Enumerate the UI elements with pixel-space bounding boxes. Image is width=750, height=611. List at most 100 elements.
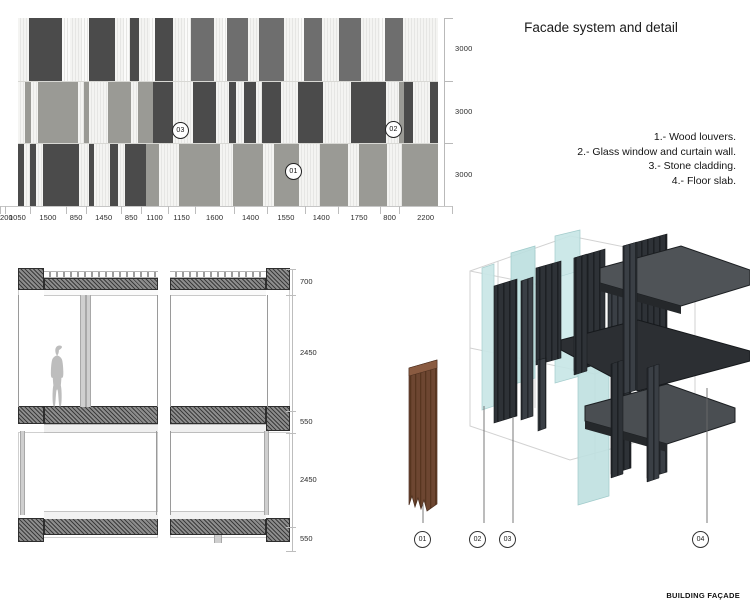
horizontal-dimension-label: 1600 (206, 213, 224, 222)
elevation-top-stripe (62, 18, 70, 81)
floor-finish-left (44, 424, 158, 433)
elevation-bot-stripe (124, 143, 147, 206)
stone-fin-3 (610, 359, 624, 479)
elevation-mid-stripe (297, 80, 323, 144)
section-dimension-tick (286, 433, 296, 434)
band-separator-lower (18, 143, 438, 145)
horizontal-dimension-label: 1500 (39, 213, 57, 222)
axonometric-callout-01[interactable]: 01 (414, 531, 431, 548)
elevation-bot-stripe (262, 143, 274, 206)
elevation-mid-stripe (153, 80, 174, 144)
elevation-mid-stripe (192, 80, 217, 144)
elevation-mid-stripe (280, 80, 298, 144)
elevation-top-stripe (190, 18, 215, 81)
horizontal-dimension-label: 1750 (350, 213, 368, 222)
elevation-top-stripe (214, 18, 223, 81)
horizontal-dimension-segment: 1750 (338, 206, 380, 226)
elevation-top-stripe (173, 18, 186, 81)
elevation-top-stripe (258, 18, 285, 81)
elevation-top-stripe (89, 18, 115, 81)
elevation-top-stripe (384, 18, 404, 81)
elevation-bot-stripe (387, 143, 402, 206)
axonometric-panel: 01 02 03 04 BUILDING FAÇADE (395, 228, 750, 611)
dimension-axis-line (0, 206, 452, 207)
ceiling-louver-left (44, 271, 158, 278)
elevation-callout-03[interactable]: 03 (172, 122, 189, 139)
elevation-bot-stripe (358, 143, 388, 206)
horizontal-dimension-tick (338, 206, 340, 214)
axonometric-callout-03[interactable]: 03 (499, 531, 516, 548)
elevation-callout-01[interactable]: 01 (285, 163, 302, 180)
floor-slab-upper-edge (600, 283, 681, 314)
horizontal-dimension-tick (86, 206, 88, 214)
section-dimension-label: 550 (300, 534, 313, 543)
floor-finish-lower-right (170, 511, 266, 519)
section-dimension-label: 2450 (300, 475, 317, 484)
glass-edge-left-upper-2 (170, 295, 171, 407)
section-dimension-line (292, 269, 293, 551)
wood-louver-element (408, 359, 438, 512)
horizontal-dimension-segment: 1500 (29, 206, 66, 226)
elevation-bot-stripe (117, 143, 125, 206)
horizontal-dimension-segment: 1600 (195, 206, 233, 226)
horizontal-dimension-label: 1550 (277, 213, 295, 222)
elevation-mid-stripe (107, 80, 132, 144)
horizontal-dimension-tick (4, 206, 6, 214)
horizontal-dimension-segment: 850 (65, 206, 86, 226)
elevation-top-stripe (69, 18, 83, 81)
legend-list: 1.- Wood louvers. 2.- Glass window and c… (486, 130, 736, 188)
horizontal-dimension-tick (195, 206, 197, 214)
mullion-lower-b (264, 431, 269, 515)
axonometric-callout-02[interactable]: 02 (469, 531, 486, 548)
glass-edge-right-upper-2 (267, 295, 268, 407)
section-drawing (18, 267, 290, 545)
elevation-mid-stripe (77, 80, 84, 144)
elevation-top-stripe (284, 18, 299, 81)
elevation-top-stripe (339, 18, 361, 81)
horizontal-dimension-tick (0, 206, 1, 214)
horizontal-dimension-label: 1400 (242, 213, 260, 222)
elevation-top-stripe (154, 18, 174, 81)
elevation-mid-stripe (243, 80, 256, 144)
horizontal-dimension-label: 800 (383, 213, 397, 222)
stone-fin-2 (622, 241, 638, 395)
elevation-bot-stripe (401, 143, 438, 206)
elevation-bot-stripe (79, 143, 89, 206)
slab-top-left-edge (18, 268, 44, 290)
horizontal-dimension-segment: 1550 (267, 206, 304, 226)
soffit-right (170, 290, 266, 296)
horizontal-dimension-label: 850 (124, 213, 138, 222)
elevation-mid-stripe (322, 80, 351, 144)
elevation-top-stripe (149, 18, 155, 81)
section-dimension-label: 2450 (300, 348, 317, 357)
elevation-mid-stripe (24, 80, 32, 144)
elevation-top-stripe (322, 18, 339, 81)
legend-item-4: 4.- Floor slab. (671, 174, 736, 187)
vertical-dimension-tick (444, 18, 453, 19)
stone-fin-1 (573, 253, 588, 376)
axonometric-caption: BUILDING FAÇADE (666, 591, 740, 600)
elevation-mid-stripe (216, 80, 229, 144)
slab-bottom-right-edge (266, 518, 290, 542)
elevation-top-stripe (124, 18, 131, 81)
slab-top-left (44, 278, 158, 290)
vertical-dimension-line (444, 18, 445, 206)
horizontal-dimension-segment: 850 (121, 206, 141, 226)
glass-edge-right-upper (157, 295, 158, 407)
elevation-mid-stripe (235, 80, 244, 144)
human-scale-figure (50, 345, 64, 407)
horizontal-dimension-segment: 800 (380, 206, 399, 226)
axonometric-callout-04[interactable]: 04 (692, 531, 709, 548)
horizontal-dimension-segment: 1100 (141, 206, 167, 226)
elevation-callout-02[interactable]: 02 (385, 121, 402, 138)
stone-panel-2 (520, 276, 534, 421)
elevation-mid-stripe (399, 80, 404, 144)
elevation-mid-stripe (262, 80, 281, 144)
horizontal-dimension-tick (452, 206, 453, 214)
elevation-bot-stripe (299, 143, 320, 206)
elevation-mid-stripe (31, 80, 39, 144)
elevation-bot-stripe (29, 143, 37, 206)
